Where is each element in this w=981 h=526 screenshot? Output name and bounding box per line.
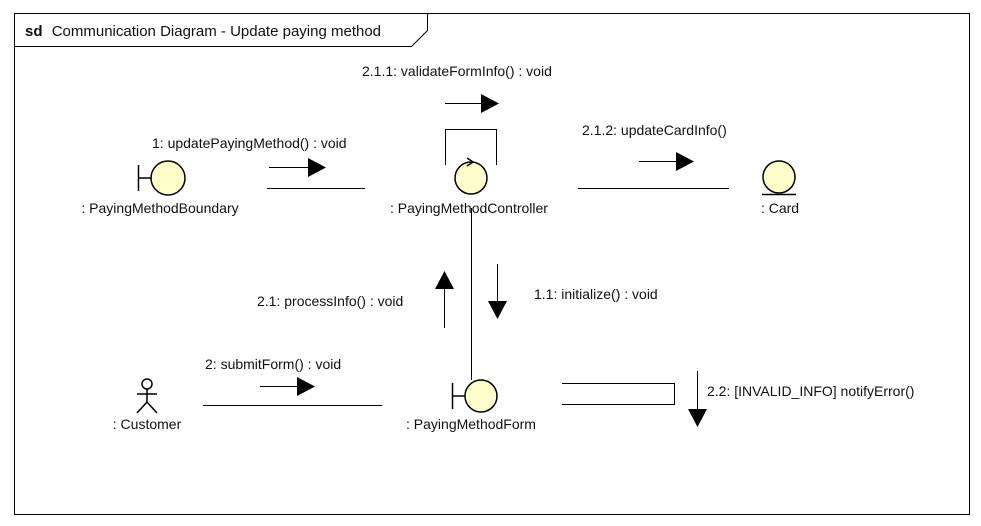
arrow-validate-form-info [445, 94, 499, 113]
form-self-link [562, 383, 675, 405]
object-label-controller: : PayingMethodController [390, 200, 548, 216]
form-boundary-icon [451, 379, 498, 413]
frame-keyword: sd [25, 23, 43, 40]
object-label-card: : Card [761, 200, 799, 216]
message-label-process-info: 2.1: processInfo() : void [257, 293, 403, 309]
message-label-validate-form-info: 2.1.1: validateFormInfo() : void [362, 63, 552, 79]
message-label-submit-form: 2: submitForm() : void [205, 356, 341, 372]
boundary-icon [137, 160, 186, 196]
diagram-frame [14, 13, 970, 515]
arrow-notify-error [688, 371, 707, 427]
arrow-process-info [435, 271, 454, 328]
message-label-notify-error: 2.2: [INVALID_INFO] notifyError() [707, 383, 914, 399]
object-label-boundary: : PayingMethodBoundary [81, 200, 238, 216]
control-icon [454, 157, 488, 195]
arrow-initialize [488, 264, 507, 319]
arrow-submit-form [260, 377, 315, 396]
frame-title: Communication Diagram - Update paying me… [52, 23, 381, 40]
message-label-initialize: 1.1: initialize() : void [534, 286, 658, 302]
arrow-update-paying-method [269, 158, 326, 177]
arrow-update-card-info [639, 152, 694, 171]
message-label-update-paying-method: 1: updatePayingMethod() : void [152, 135, 347, 151]
object-label-customer: : Customer [113, 416, 182, 432]
controller-self-link [445, 129, 497, 165]
object-label-form: : PayingMethodForm [406, 416, 536, 432]
actor-icon [136, 378, 158, 414]
message-label-update-card-info: 2.1.2: updateCardInfo() [582, 122, 727, 138]
frame-label: sd Communication Diagram - Update paying… [25, 23, 381, 40]
frame-label-tab [14, 13, 428, 47]
entity-icon [762, 160, 796, 196]
